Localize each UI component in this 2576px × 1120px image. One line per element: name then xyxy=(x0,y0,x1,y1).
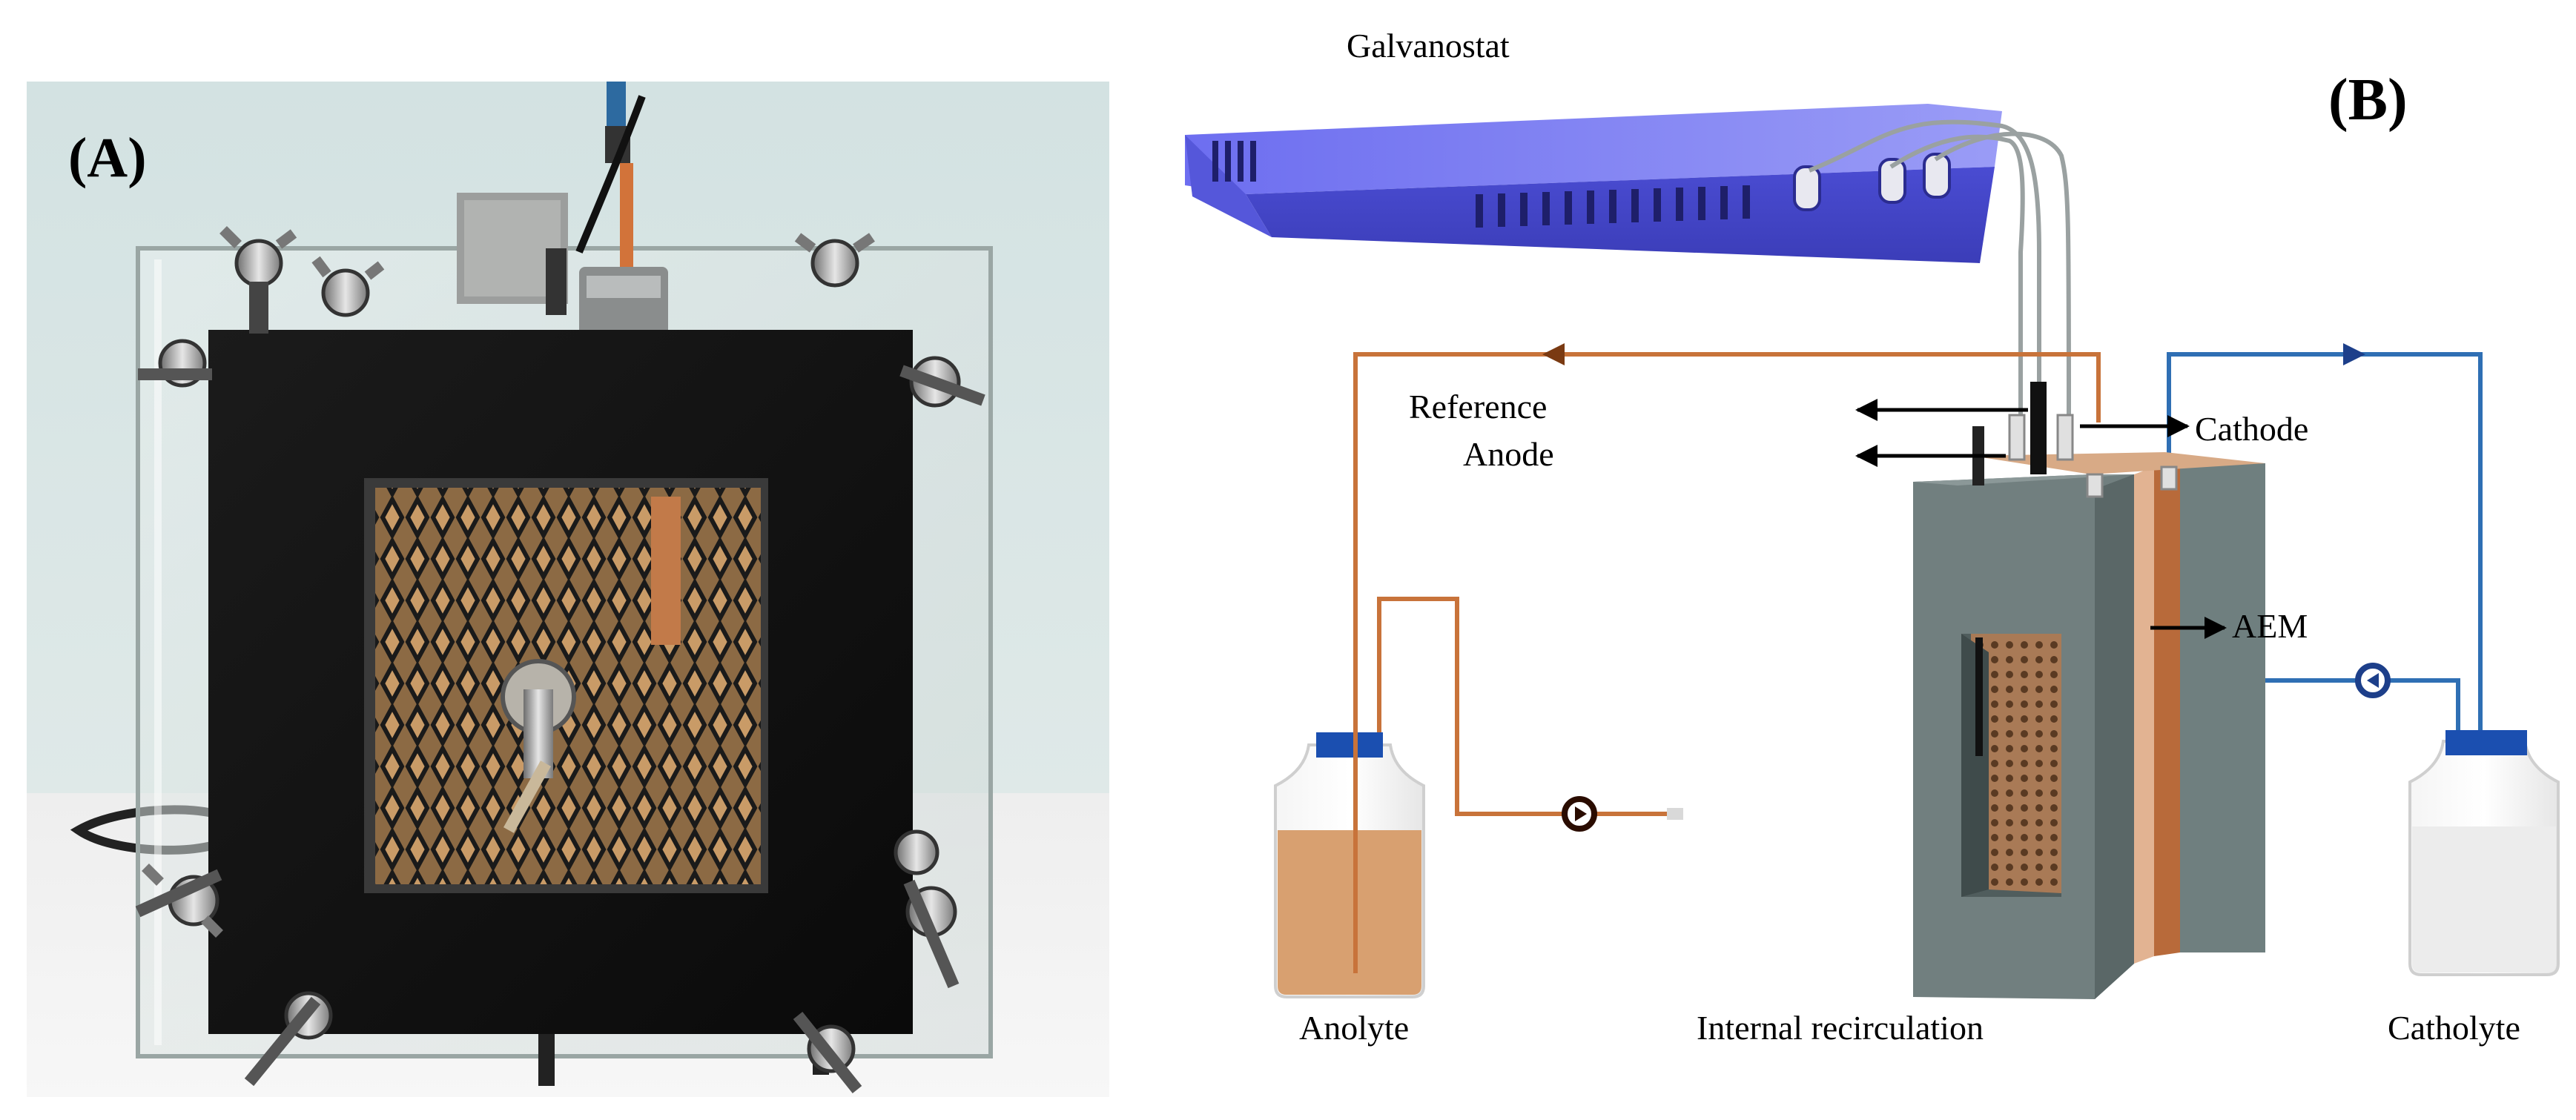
cell-photo-illustration xyxy=(27,82,1109,1097)
anolyte-pump-icon xyxy=(1562,796,1597,832)
galvanostat-label: Galvanostat xyxy=(1347,27,1510,64)
wing-nut-bottom-right-2 xyxy=(894,829,939,875)
wing-nut-top-left-2 xyxy=(311,256,385,317)
wing-nut-top-right-1 xyxy=(794,233,875,288)
panel-b-label: (B) xyxy=(2328,67,2408,133)
catholyte-bottle xyxy=(2408,730,2560,976)
panel-a-photo: (A) xyxy=(27,82,1109,1097)
wing-nut-bottom-center-right xyxy=(793,1012,862,1093)
wing-nut-bottom-center-left xyxy=(244,991,333,1087)
anode-label: Anode xyxy=(1463,435,1554,473)
cathode-label: Cathode xyxy=(2195,410,2309,448)
aem-label: AEM xyxy=(2232,607,2308,645)
anolyte-recirculation-line xyxy=(1353,343,2101,816)
electrochemical-cell xyxy=(1913,426,2265,999)
panel-a-label: (A) xyxy=(68,127,147,189)
wing-nut-left-mid xyxy=(138,339,212,388)
panel-b-schematic: (B) Galvanostat Reference Anode Cathode … xyxy=(1157,0,2576,1120)
wing-nut-bottom-left xyxy=(135,864,223,938)
anolyte-bottle xyxy=(1274,599,1425,998)
wing-nut-bottom-right-1 xyxy=(903,879,960,989)
internal-recirculation-label: Internal recirculation xyxy=(1697,1009,1984,1047)
schematic-svg xyxy=(1185,104,2560,999)
catholyte-pump-icon xyxy=(2355,663,2391,698)
galvanostat-device xyxy=(1185,104,2002,263)
catholyte-label: Catholyte xyxy=(2388,1009,2520,1047)
reference-label: Reference xyxy=(1409,388,1548,425)
wing-nut-top-left-1 xyxy=(219,226,297,334)
wing-nut-right-mid xyxy=(899,356,985,408)
anolyte-label: Anolyte xyxy=(1299,1009,1410,1047)
